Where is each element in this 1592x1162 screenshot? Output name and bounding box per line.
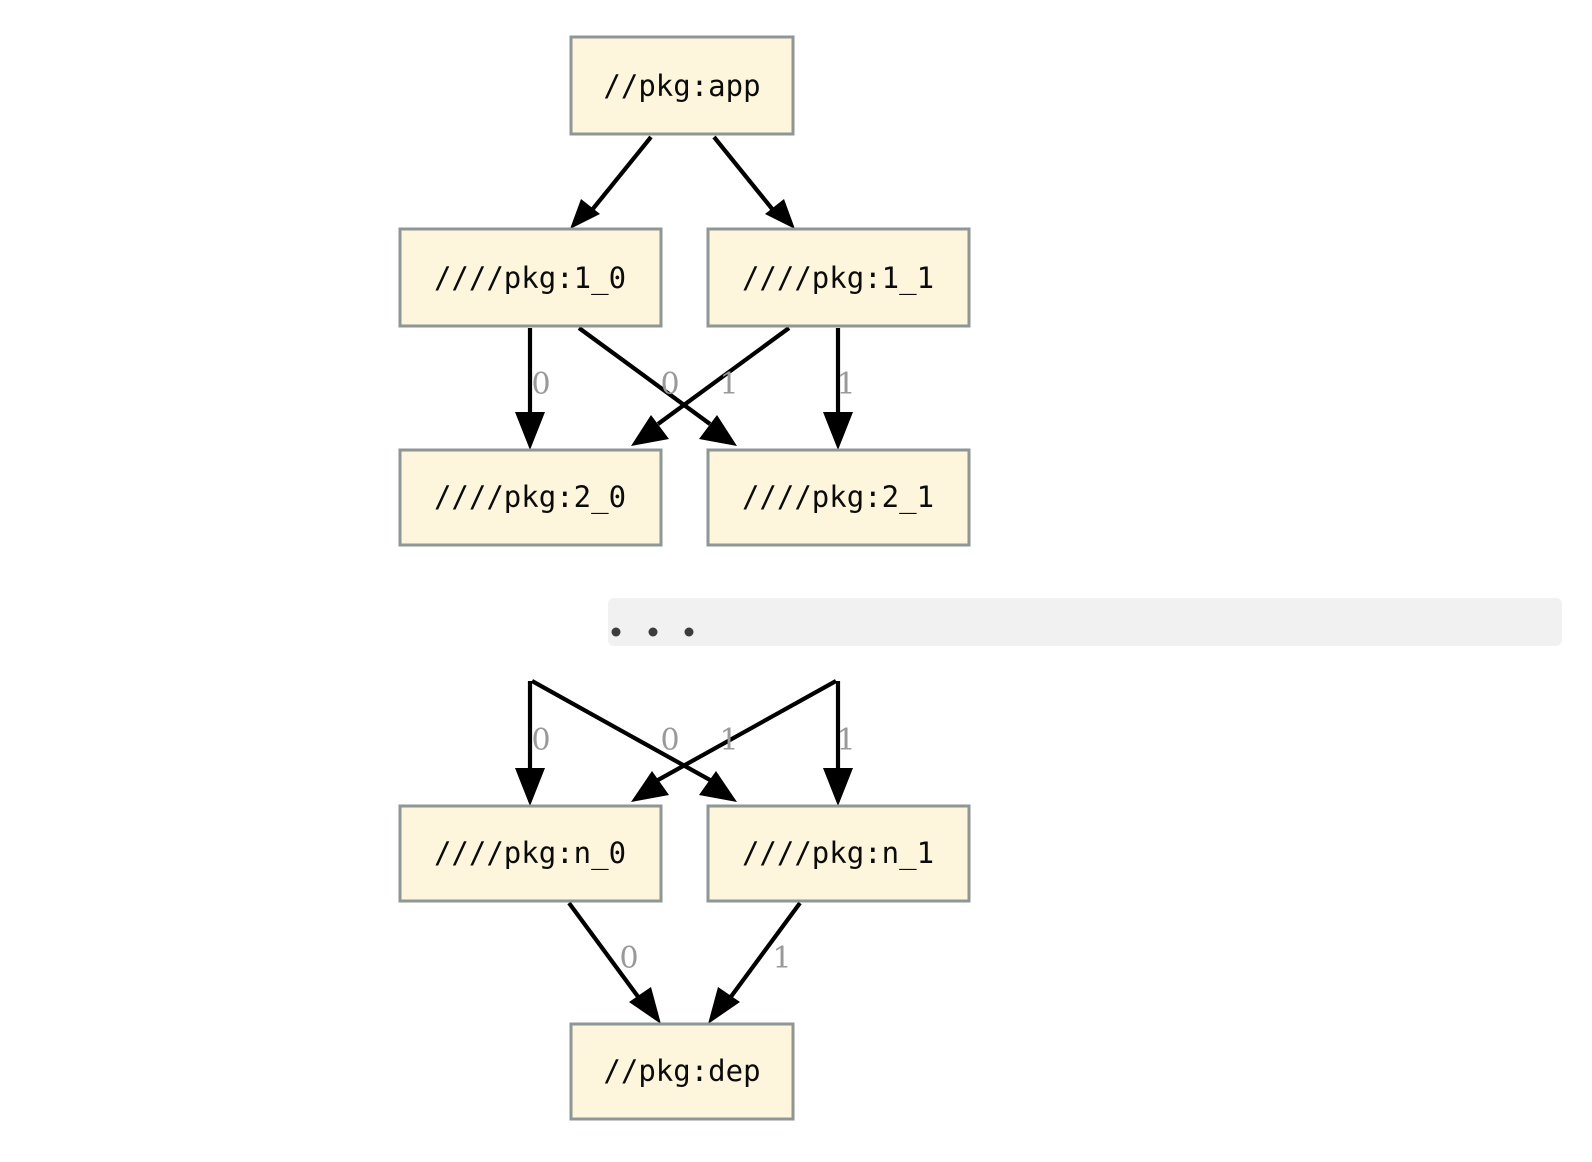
node-label: ////pkg:2_1 — [742, 480, 934, 515]
node-label: //pkg:dep — [603, 1054, 760, 1088]
node-label: ////pkg:1_1 — [742, 261, 934, 296]
arrowhead-icon — [629, 987, 661, 1024]
arrowhead-icon — [631, 771, 669, 802]
edge-label: 1 — [836, 367, 855, 402]
edge-line — [590, 135, 653, 212]
edge-label: 1 — [719, 723, 738, 758]
edge-elided-to-n_1-diagonal: 0 — [530, 679, 737, 802]
node-n_1[interactable]: ////pkg:n_1 — [706, 804, 971, 903]
node-2_0[interactable]: ////pkg:2_0 — [398, 448, 663, 547]
node-1_0[interactable]: ////pkg:1_0 — [398, 227, 663, 328]
edge-1_1-to-2_0: 1 — [631, 326, 791, 446]
node-rect — [398, 804, 663, 903]
edge-app-to-1_1 — [712, 135, 795, 229]
arrowhead-icon — [823, 412, 853, 450]
edge-line — [728, 901, 802, 1000]
arrowhead-icon — [765, 199, 795, 229]
node-label: ////pkg:n_0 — [434, 836, 626, 871]
edge-label: 1 — [772, 941, 791, 976]
ellipsis-separator — [608, 598, 1562, 646]
edge-n_0-to-dep: 0 — [567, 901, 661, 1024]
ellipsis-band — [608, 598, 1562, 646]
edge-label: 1 — [836, 723, 855, 758]
edge-n_1-to-dep: 1 — [708, 901, 802, 1024]
edge-label: 0 — [619, 941, 638, 976]
edge-line — [567, 901, 641, 1000]
arrowhead-icon — [699, 771, 737, 802]
arrowhead-icon — [708, 987, 740, 1024]
edge-1_0-to-2_1: 0 — [577, 326, 737, 446]
node-dep[interactable]: //pkg:dep — [569, 1022, 795, 1121]
node-label: ////pkg:1_0 — [434, 261, 626, 296]
arrowhead-icon — [823, 768, 853, 806]
node-rect — [706, 227, 971, 328]
arrowhead-icon — [515, 768, 545, 806]
edge-elided-to-n_1: 1 — [823, 681, 856, 806]
edge-app-to-1_0 — [570, 135, 653, 229]
edge-label: 0 — [660, 367, 679, 402]
edge-line — [577, 326, 712, 426]
node-label: ////pkg:n_1 — [742, 836, 934, 871]
edge-line — [712, 135, 775, 212]
node-app[interactable]: //pkg:app — [569, 35, 795, 136]
edge-line — [530, 679, 712, 782]
node-rect — [398, 448, 663, 547]
edge-elided-to-n_0: 0 — [515, 681, 551, 806]
ellipsis-dot-icon — [648, 627, 658, 637]
arrowhead-icon — [699, 415, 737, 446]
node-rect — [569, 35, 795, 136]
arrowhead-icon — [570, 199, 600, 229]
edge-label: 0 — [531, 723, 550, 758]
edge-line — [656, 326, 791, 426]
edge-label: 0 — [660, 723, 679, 758]
node-rect — [398, 227, 663, 328]
ellipsis-dot-icon — [684, 627, 694, 637]
node-rect — [706, 448, 971, 547]
node-label: //pkg:app — [603, 69, 760, 103]
node-2_1[interactable]: ////pkg:2_1 — [706, 448, 971, 547]
edge-line — [656, 679, 838, 782]
edge-1_0-to-2_0: 0 — [515, 328, 551, 450]
edge-elided-to-n_0-diagonal: 1 — [631, 679, 838, 802]
node-1_1[interactable]: ////pkg:1_1 — [706, 227, 971, 328]
edge-1_1-to-2_1: 1 — [823, 328, 856, 450]
node-n_0[interactable]: ////pkg:n_0 — [398, 804, 663, 903]
node-rect — [706, 804, 971, 903]
ellipsis-dot-icon — [611, 627, 621, 637]
arrowhead-icon — [515, 412, 545, 450]
arrowhead-icon — [631, 415, 669, 446]
node-rect — [569, 1022, 795, 1121]
edge-label: 1 — [719, 367, 738, 402]
node-label: ////pkg:2_0 — [434, 480, 626, 515]
edge-label: 0 — [531, 367, 550, 402]
